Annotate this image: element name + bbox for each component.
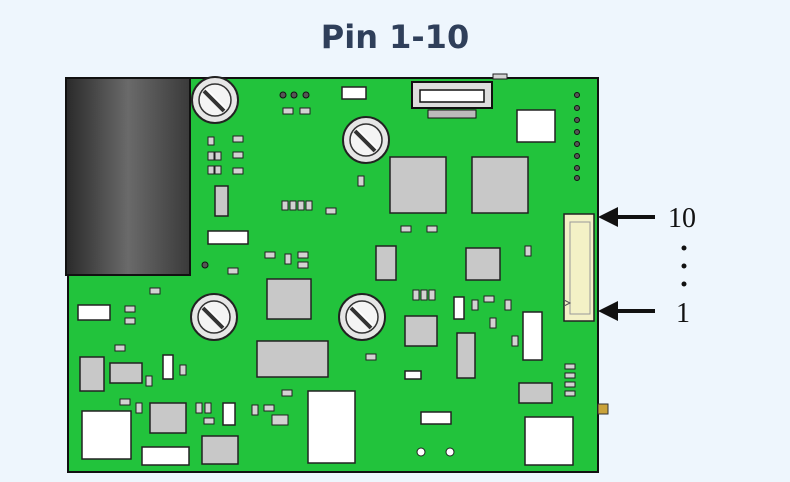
screw-icon	[337, 292, 387, 342]
pin-10-label: 10	[668, 203, 696, 234]
screw-icon	[189, 292, 239, 342]
side-pin	[597, 403, 609, 415]
mounting-hole	[416, 447, 455, 457]
pin-header-connector	[563, 213, 595, 322]
screw-icon	[190, 75, 240, 125]
pin-1-label: 1	[676, 298, 690, 329]
chip	[79, 156, 553, 465]
test-point	[201, 91, 580, 269]
arrow-left-icon	[598, 301, 655, 321]
smd-component	[114, 73, 576, 426]
screw-icon	[341, 115, 391, 165]
cylinder-component	[65, 77, 191, 276]
white-pad	[77, 86, 574, 466]
top-flex-connector	[411, 81, 493, 119]
page-title: Pin 1-10	[320, 18, 470, 56]
ellipsis-dots	[681, 245, 687, 287]
arrow-left-icon	[598, 207, 655, 227]
